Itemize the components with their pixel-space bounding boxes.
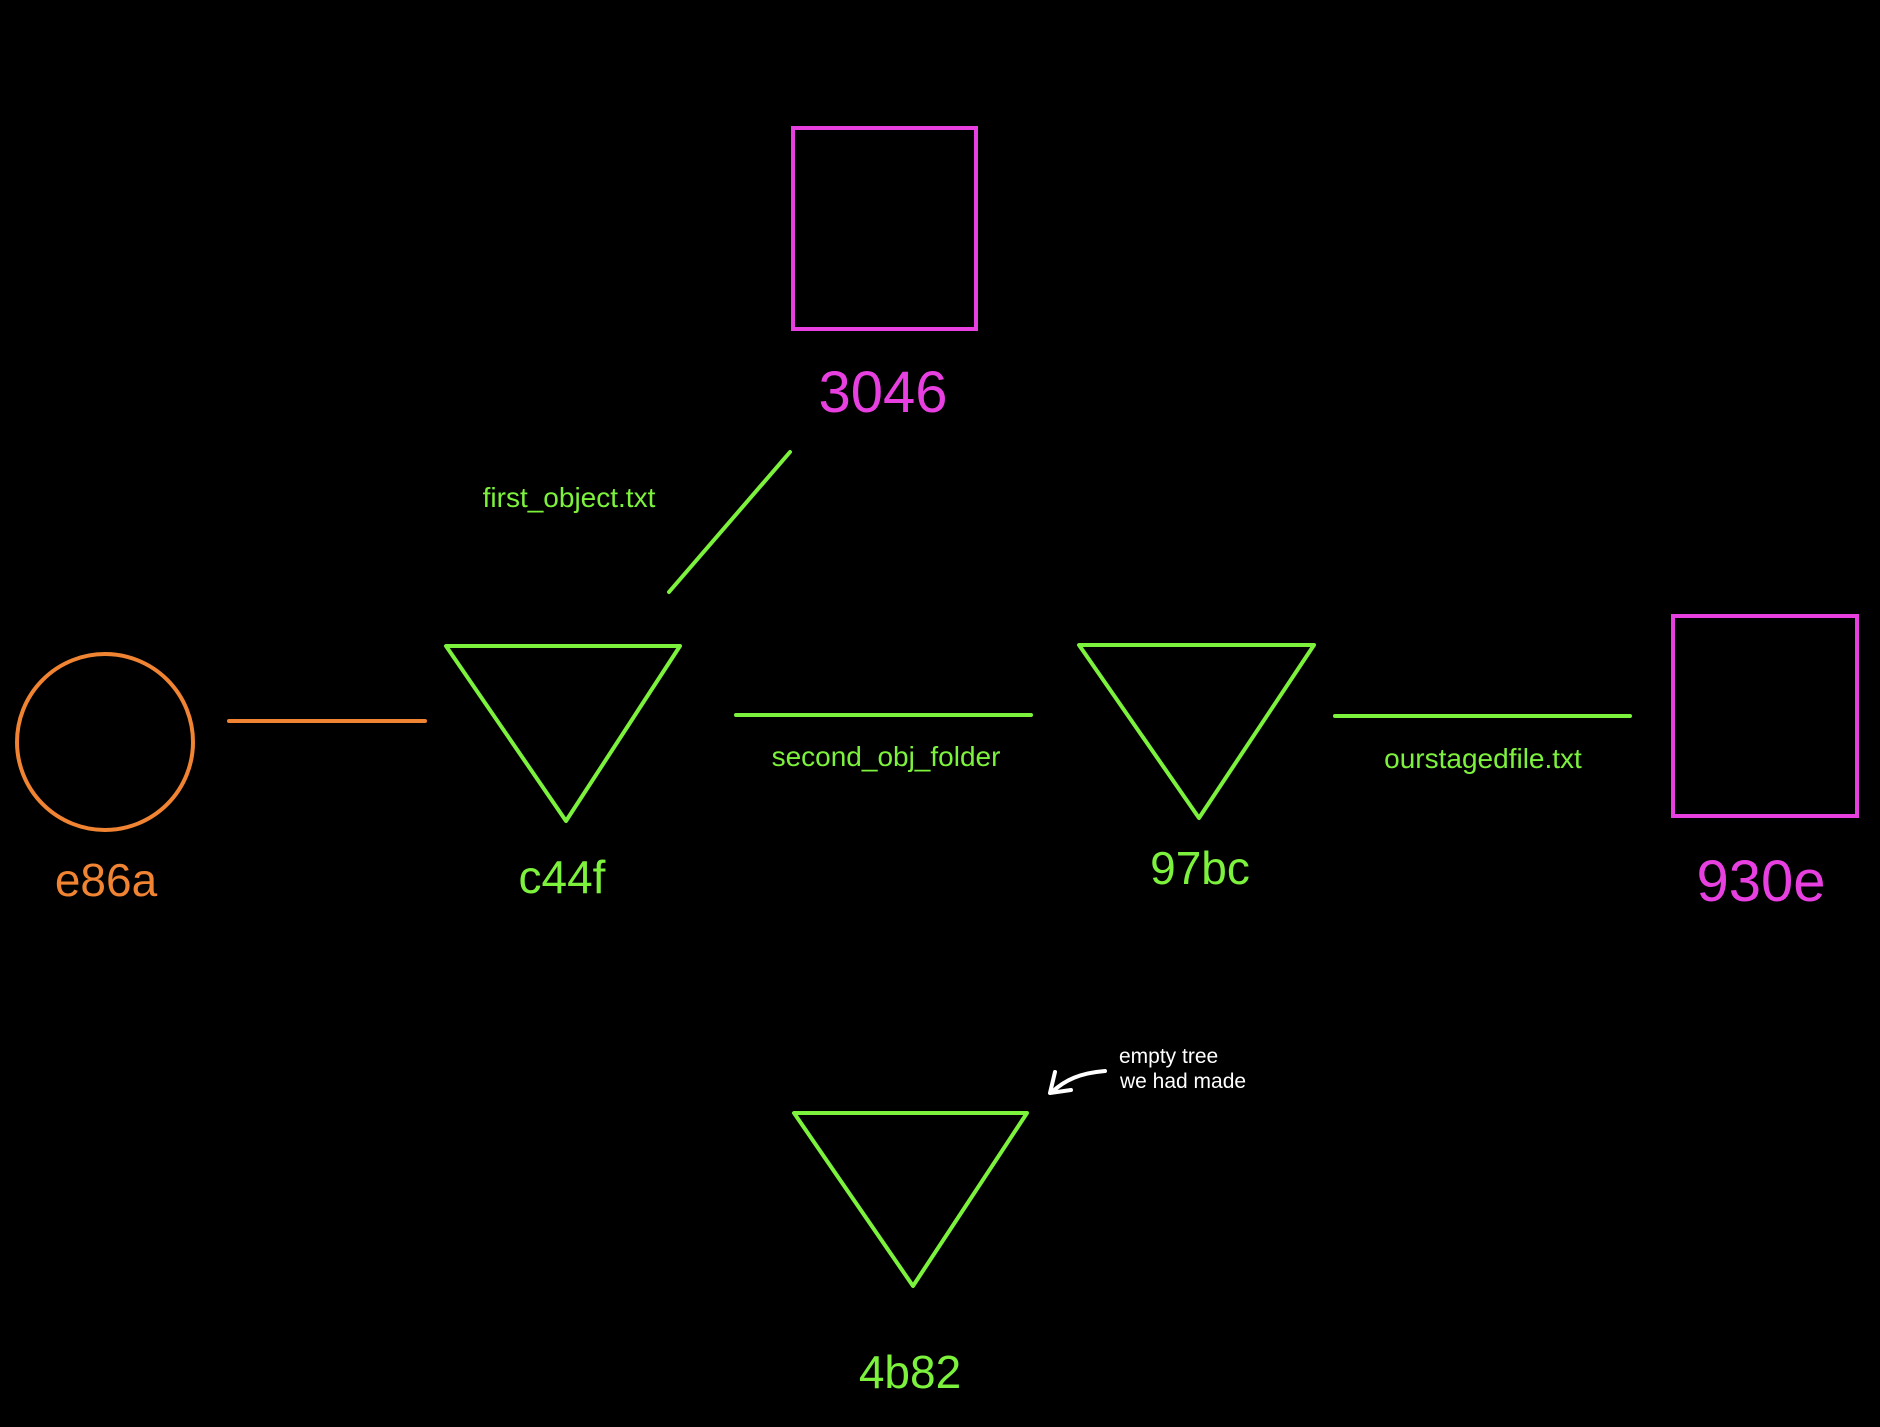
edge-label-ourstagedfile: ourstagedfile.txt (1384, 743, 1582, 774)
annotation-line-2: we had made (1119, 1070, 1246, 1093)
edge-label-second-obj-folder: second_obj_folder (772, 741, 1001, 772)
edge-label-first-object: first_object.txt (483, 482, 656, 513)
tree-label-c44f: c44f (519, 851, 606, 903)
blob-node-3046 (791, 126, 978, 331)
blob-label-3046: 3046 (818, 360, 947, 425)
curved-arrow-icon (1048, 1069, 1107, 1095)
tree-node-97bc (1077, 643, 1316, 820)
edge-c44f-to-3046 (667, 450, 792, 594)
commit-label-e86a: e86a (55, 854, 158, 906)
annotation-line-1: empty tree (1119, 1045, 1218, 1068)
tree-label-97bc: 97bc (1150, 842, 1250, 894)
tree-node-4b82 (792, 1111, 1029, 1288)
blob-node-930e (1671, 614, 1859, 818)
commit-node-e86a (15, 652, 195, 832)
blob-label-930e: 930e (1696, 849, 1825, 914)
tree-label-4b82: 4b82 (859, 1346, 961, 1398)
tree-node-c44f (444, 644, 682, 823)
